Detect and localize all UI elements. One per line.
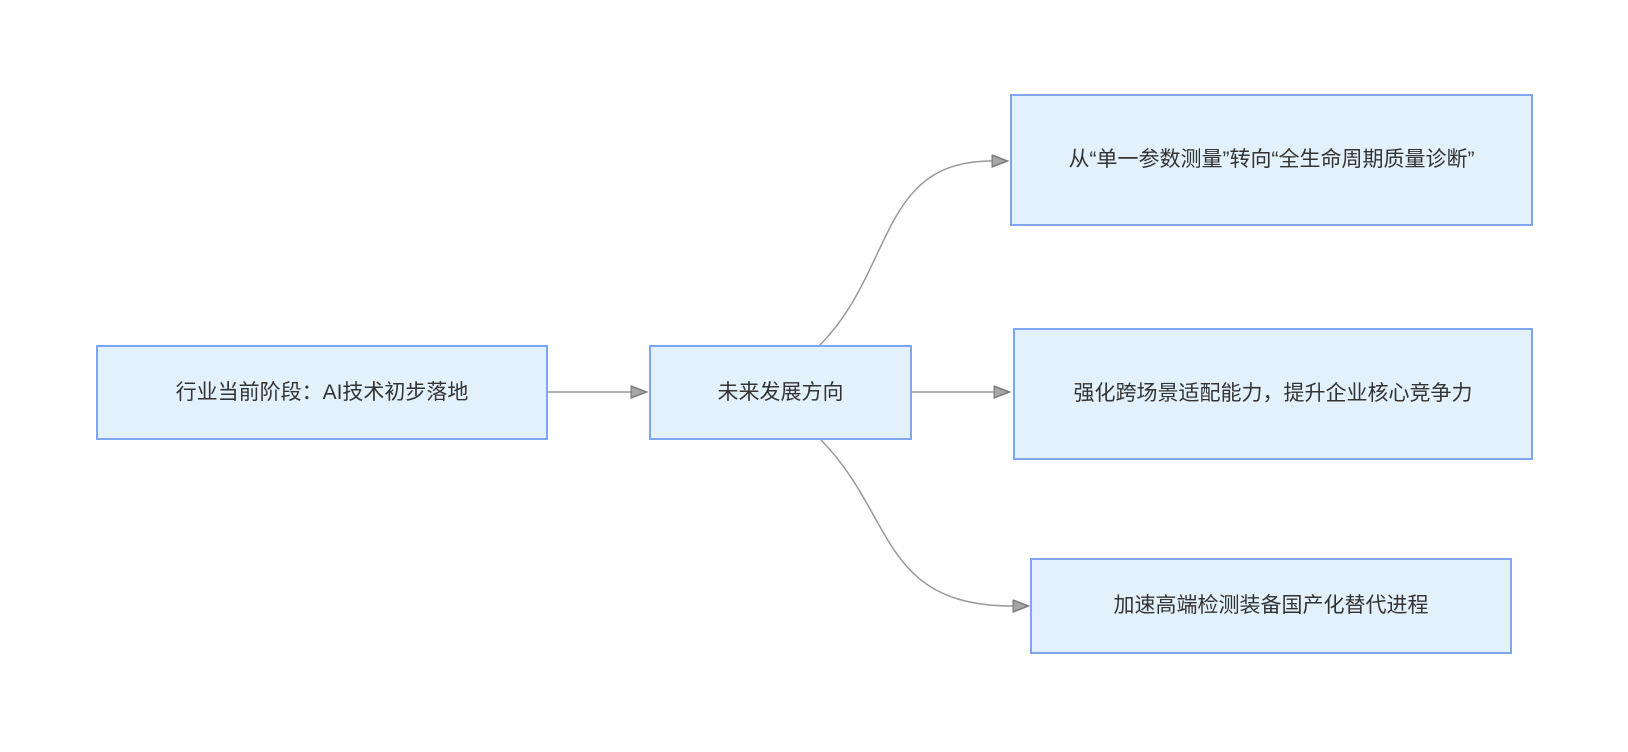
edge-future-direction-to-lifecycle-diagnosis: [818, 161, 992, 347]
node-lifecycle-diagnosis: 从“单一参数测量”转向“全生命周期质量诊断”: [1010, 94, 1533, 226]
node-label: 从“单一参数测量”转向“全生命周期质量诊断”: [1068, 148, 1475, 172]
node-domestic-substitution: 加速高端检测装备国产化替代进程: [1030, 558, 1512, 654]
node-label: 行业当前阶段：AI技术初步落地: [175, 380, 469, 404]
node-current-stage: 行业当前阶段：AI技术初步落地: [96, 345, 548, 440]
edge-future-direction-to-domestic-substitution: [820, 439, 1013, 606]
node-label: 加速高端检测装备国产化替代进程: [1113, 594, 1429, 618]
node-cross-scenario: 强化跨场景适配能力，提升企业核心竞争力: [1013, 328, 1533, 460]
node-label: 未来发展方向: [717, 380, 844, 404]
node-future-direction: 未来发展方向: [649, 345, 912, 440]
node-label: 强化跨场景适配能力，提升企业核心竞争力: [1073, 382, 1473, 406]
